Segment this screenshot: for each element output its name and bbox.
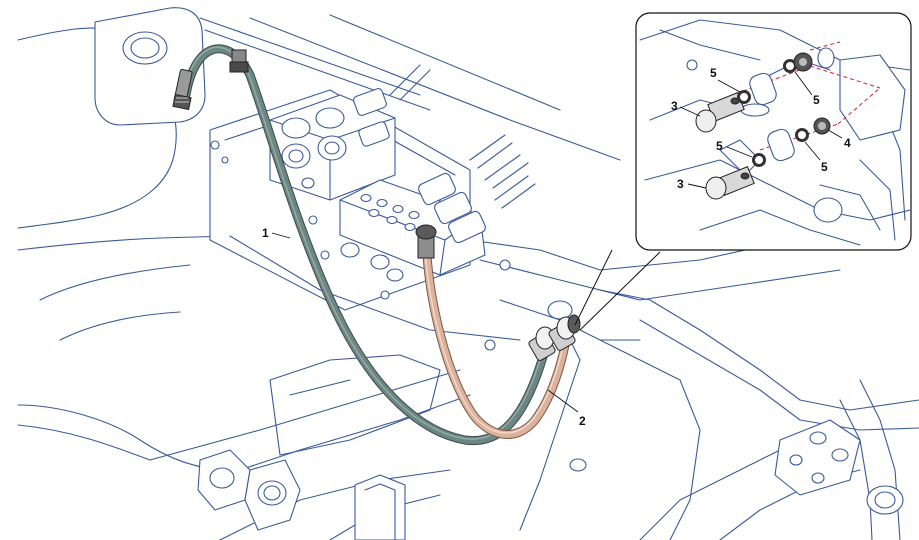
- sealing-washer: [795, 128, 809, 142]
- adapter-fitting: [813, 117, 831, 135]
- hose-end-fittings: [172, 49, 581, 361]
- lifting-eye-hole: [122, 31, 168, 65]
- banjo-elbow-pair: [528, 314, 581, 361]
- detail-inset: 3 3 5 5 5 5 4: [574, 12, 912, 331]
- sealing-washer: [752, 153, 766, 167]
- lower-left-fitting-group: [197, 449, 301, 531]
- callout-3-upper: 3: [671, 99, 678, 113]
- callout-5-d: 5: [821, 160, 828, 174]
- callout-1: 1: [262, 226, 269, 240]
- callout-5-a: 5: [710, 66, 717, 80]
- callout-2: 2: [579, 414, 586, 428]
- main-callouts: 1 2: [262, 226, 586, 428]
- right-clamp-bracket: [774, 419, 904, 515]
- callout-4: 4: [844, 136, 851, 150]
- banjo-bolt-upper: [695, 92, 745, 133]
- hose-2: [422, 250, 570, 439]
- lower-elbow-body: [767, 128, 795, 162]
- sealing-washer: [737, 90, 751, 104]
- detail-callouts: 3 3 5 5 5 5 4: [671, 66, 851, 191]
- valve-port-fitting: [793, 47, 835, 72]
- upper-elbow-body: [749, 72, 777, 106]
- callout-5-b: 5: [813, 93, 820, 107]
- hydraulic-control-valve: [269, 64, 536, 282]
- sealing-washer: [783, 59, 797, 73]
- callout-5-c: 5: [716, 139, 723, 153]
- callout-3-lower: 3: [677, 177, 684, 191]
